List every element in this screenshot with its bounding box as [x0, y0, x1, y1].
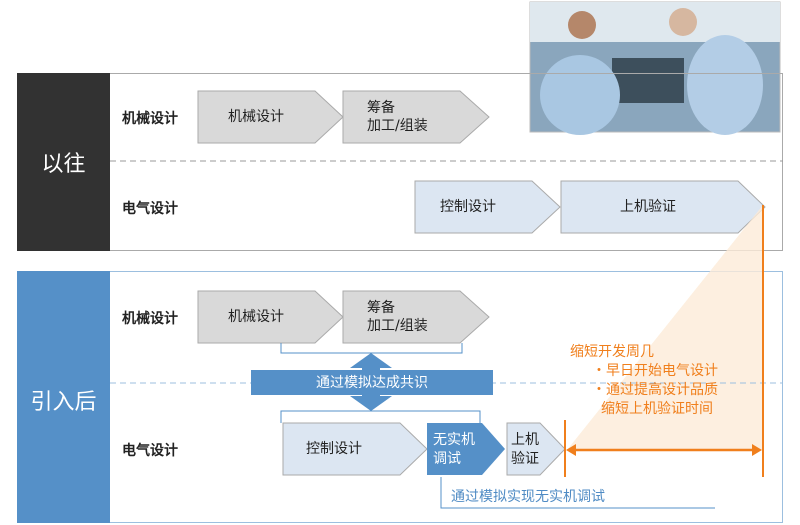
- after-mech-row-label: 机械设计: [122, 311, 178, 327]
- step-onsite-1: 上机: [511, 432, 539, 448]
- step-control-design: 控制设计: [306, 441, 362, 457]
- step-prepare: 筹备: [367, 100, 395, 116]
- after-side: [17, 271, 110, 523]
- step-mech-design: 机械设计: [228, 309, 284, 325]
- before-side: [17, 73, 110, 251]
- step-assembly: 加工/组装: [367, 318, 428, 334]
- benefit-title: 缩短开发周几: [570, 344, 654, 360]
- photo-engineers: [529, 1, 781, 135]
- benefit-item: ・早日开始电气设计: [592, 363, 718, 379]
- before-elec-row-label: 电气设计: [122, 201, 178, 217]
- step-assembly: 加工/组装: [367, 118, 428, 134]
- step-onsite-verify: 上机验证: [620, 199, 676, 215]
- benefit-item: ・通过提高设计品质: [592, 382, 718, 398]
- after-label: 引入后: [30, 390, 97, 415]
- before-mech-row-label: 机械设计: [122, 111, 178, 127]
- step-onsite-2: 验证: [511, 451, 539, 467]
- consensus-text: 通过模拟达成共识: [316, 375, 428, 391]
- step-virtual-debug-2: 调试: [433, 451, 461, 467]
- step-virtual-debug-1: 无实机: [433, 432, 475, 448]
- after-elec-row-label: 电气设计: [122, 443, 178, 459]
- step-control-design: 控制设计: [440, 199, 496, 215]
- benefit-item: 缩短上机验证时间: [601, 401, 713, 417]
- consensus-banner: [251, 370, 493, 395]
- before-label: 以往: [41, 152, 86, 177]
- virtual-note: 通过模拟实现无实机调试: [451, 489, 605, 505]
- step-prepare: 筹备: [367, 300, 395, 316]
- step-mech-design: 机械设计: [228, 109, 284, 125]
